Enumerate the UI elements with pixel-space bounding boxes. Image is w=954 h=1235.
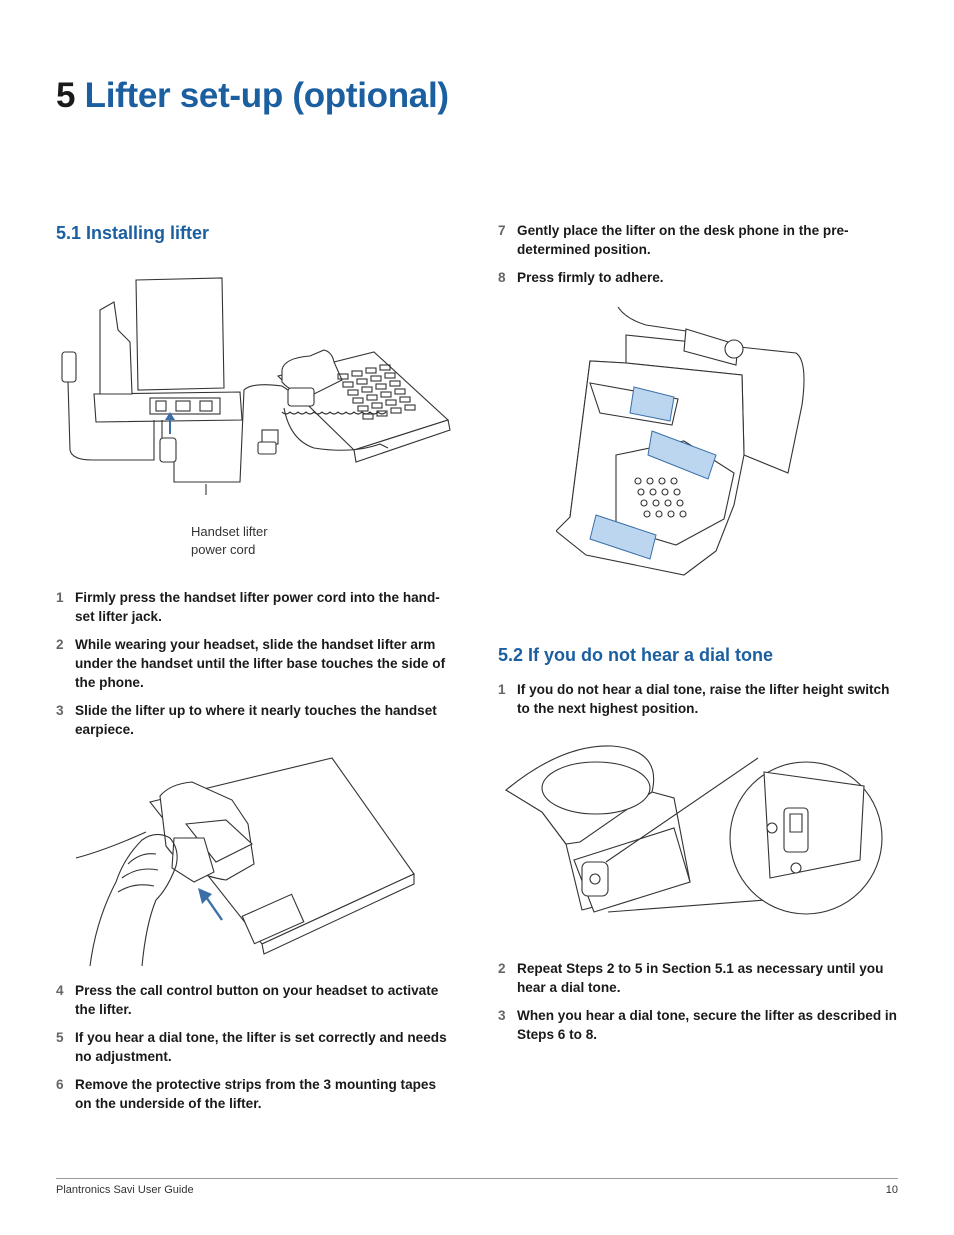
section-heading-installing-lifter: 5.1 Installing lifter: [56, 223, 210, 243]
footer-divider: [56, 1178, 898, 1179]
figure-height-switch: [502, 742, 886, 918]
chapter-title: Lifter set-up (optional): [84, 76, 449, 115]
figure-base-and-phone: [52, 270, 462, 495]
page-title: 5 Lifter set-up (optional): [56, 76, 449, 116]
caption-line-2: power cord: [191, 542, 256, 557]
footer-guide-title: Plantronics Savi User Guide: [56, 1184, 194, 1196]
figure-hand-lifter: [76, 754, 422, 966]
chapter-number: 5: [56, 76, 76, 115]
figure-lifter-underside: [556, 305, 808, 595]
section-heading-no-dial-tone: 5.2 If you do not hear a dial tone: [498, 645, 774, 665]
page-number: 10: [885, 1184, 898, 1196]
figure-caption: Handset lifter power cord: [191, 523, 268, 559]
caption-line-1: Handset lifter: [191, 524, 268, 539]
